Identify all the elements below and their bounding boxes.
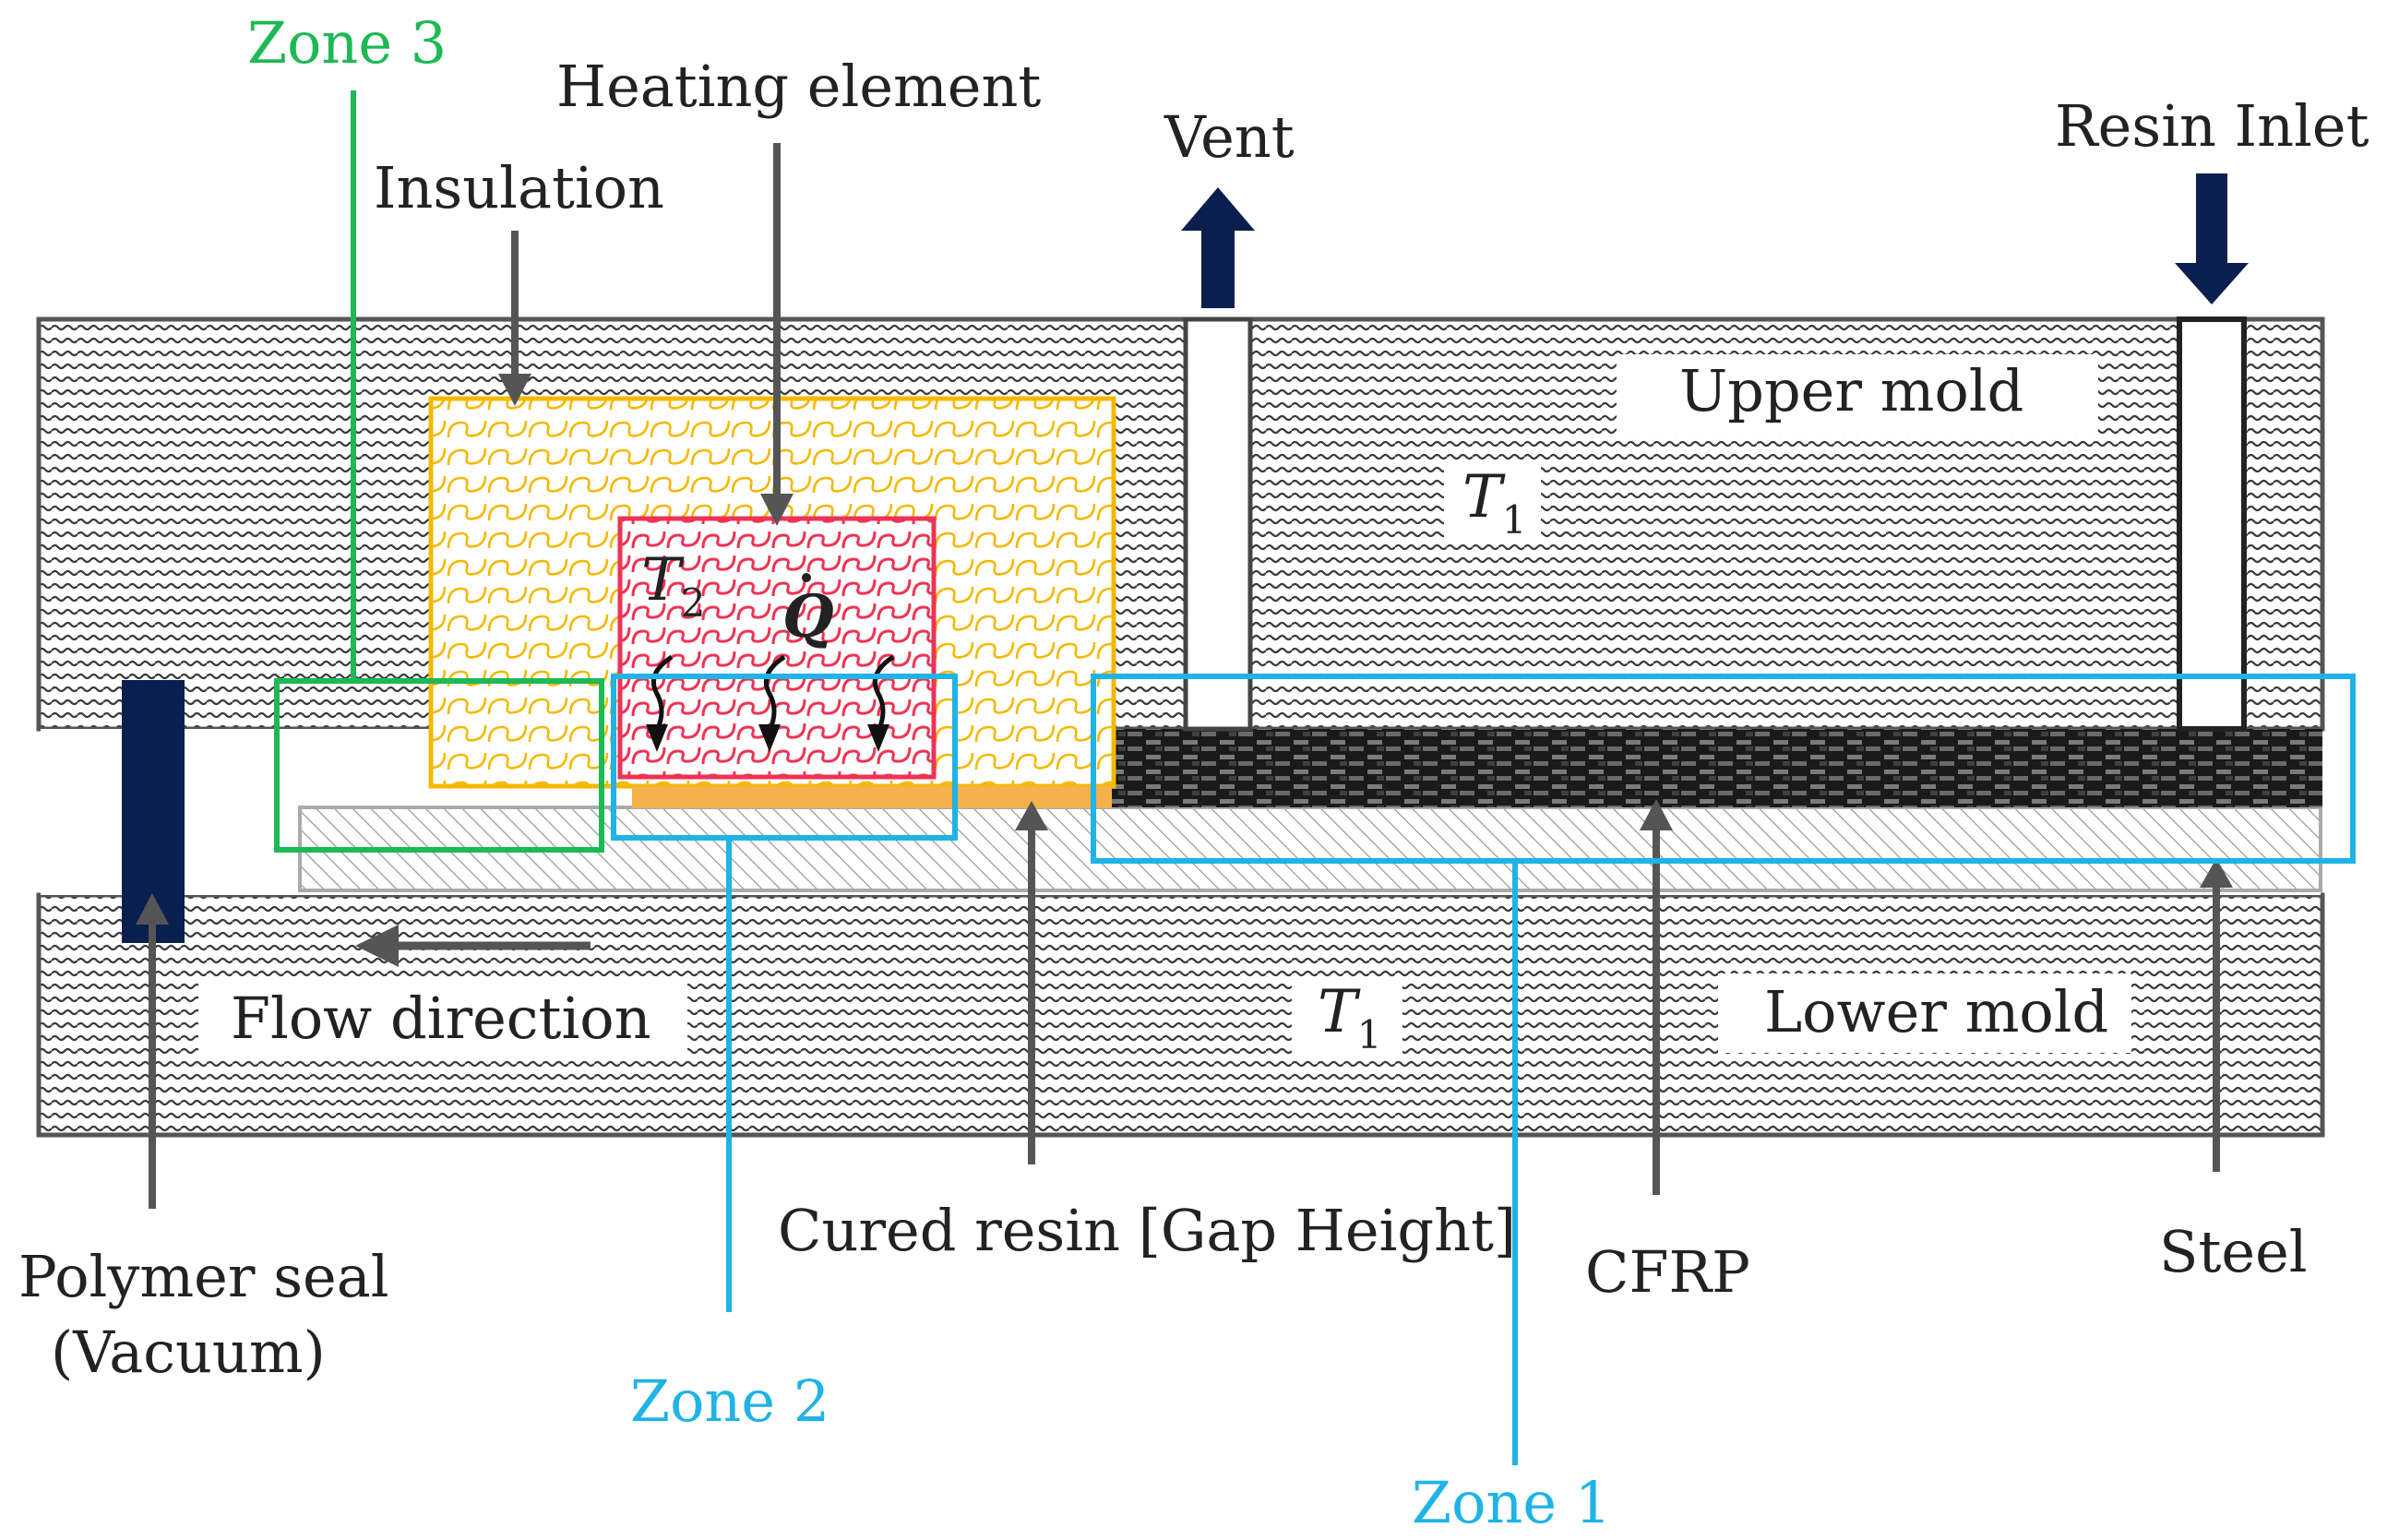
- zone3-label: Zone 3: [247, 9, 447, 77]
- zone2-label: Zone 2: [630, 1367, 829, 1435]
- cured-resin-strip: [632, 786, 1112, 808]
- insulation-label: Insulation: [374, 154, 664, 221]
- t1-upper-symbol: T1: [1462, 463, 1526, 543]
- resin-inlet-label: Resin Inlet: [2055, 92, 2369, 160]
- heat-flux-arrowhead-icon: [867, 724, 889, 752]
- resin-inlet-channel: [2177, 316, 2247, 732]
- heat-flux-arrows: [651, 654, 895, 733]
- zone1-box: [1091, 674, 2356, 864]
- lower-mold-label: Lower mold: [1764, 978, 2108, 1045]
- insulation-pointer-icon: [498, 374, 531, 406]
- cfrp-laminate: [1112, 729, 2322, 807]
- t2-heater-symbol: T2: [641, 546, 705, 626]
- heat-flux-arrowhead-icon: [758, 724, 781, 752]
- steel-label: Steel: [2159, 1218, 2308, 1285]
- steel-plate: [298, 806, 2322, 892]
- cfrp-pointer-icon: [1640, 799, 1673, 830]
- zone2-box: [611, 674, 958, 841]
- heating-element-label: Heating element: [556, 53, 1041, 120]
- t1-lower-symbol: T1: [1318, 978, 1381, 1057]
- resin-inlet-arrow-icon: [2175, 173, 2249, 304]
- vent-arrow-icon: [1181, 187, 1255, 308]
- t1-upper-bg: [1444, 461, 1541, 541]
- vent-channel: [1183, 316, 1253, 732]
- polymer-seal-pointer-icon: [136, 893, 169, 925]
- t1-lower-bg: [1292, 978, 1402, 1057]
- q-dot-accent: [802, 573, 811, 582]
- flow-label-bg: [198, 980, 687, 1059]
- flow-direction-label: Flow direction: [231, 985, 651, 1052]
- lower-mold-label-bg: [1718, 973, 2131, 1053]
- q-dot-symbol: Q: [782, 582, 834, 651]
- upper-mold-label-bg: [1617, 354, 2098, 434]
- steel-pointer-icon: [2200, 858, 2233, 888]
- heating-element-pointer-icon: [760, 494, 794, 526]
- cured-resin-label: Cured resin [Gap Height]: [778, 1197, 1516, 1264]
- zone1-label: Zone 1: [1412, 1469, 1611, 1536]
- upper-mold-label: Upper mold: [1679, 357, 2023, 424]
- heat-flux-arrowhead-icon: [646, 724, 668, 752]
- cfrp-label: CFRP: [1585, 1238, 1750, 1306]
- flow-direction-arrow-icon: [355, 925, 399, 967]
- polymer-seal-label: Polymer seal: [18, 1243, 389, 1310]
- vent-label: Vent: [1164, 103, 1295, 171]
- cured-resin-pointer-icon: [1015, 801, 1048, 830]
- zone3-box: [274, 678, 604, 853]
- polymer-seal-vacuum-label: (Vacuum): [51, 1319, 326, 1386]
